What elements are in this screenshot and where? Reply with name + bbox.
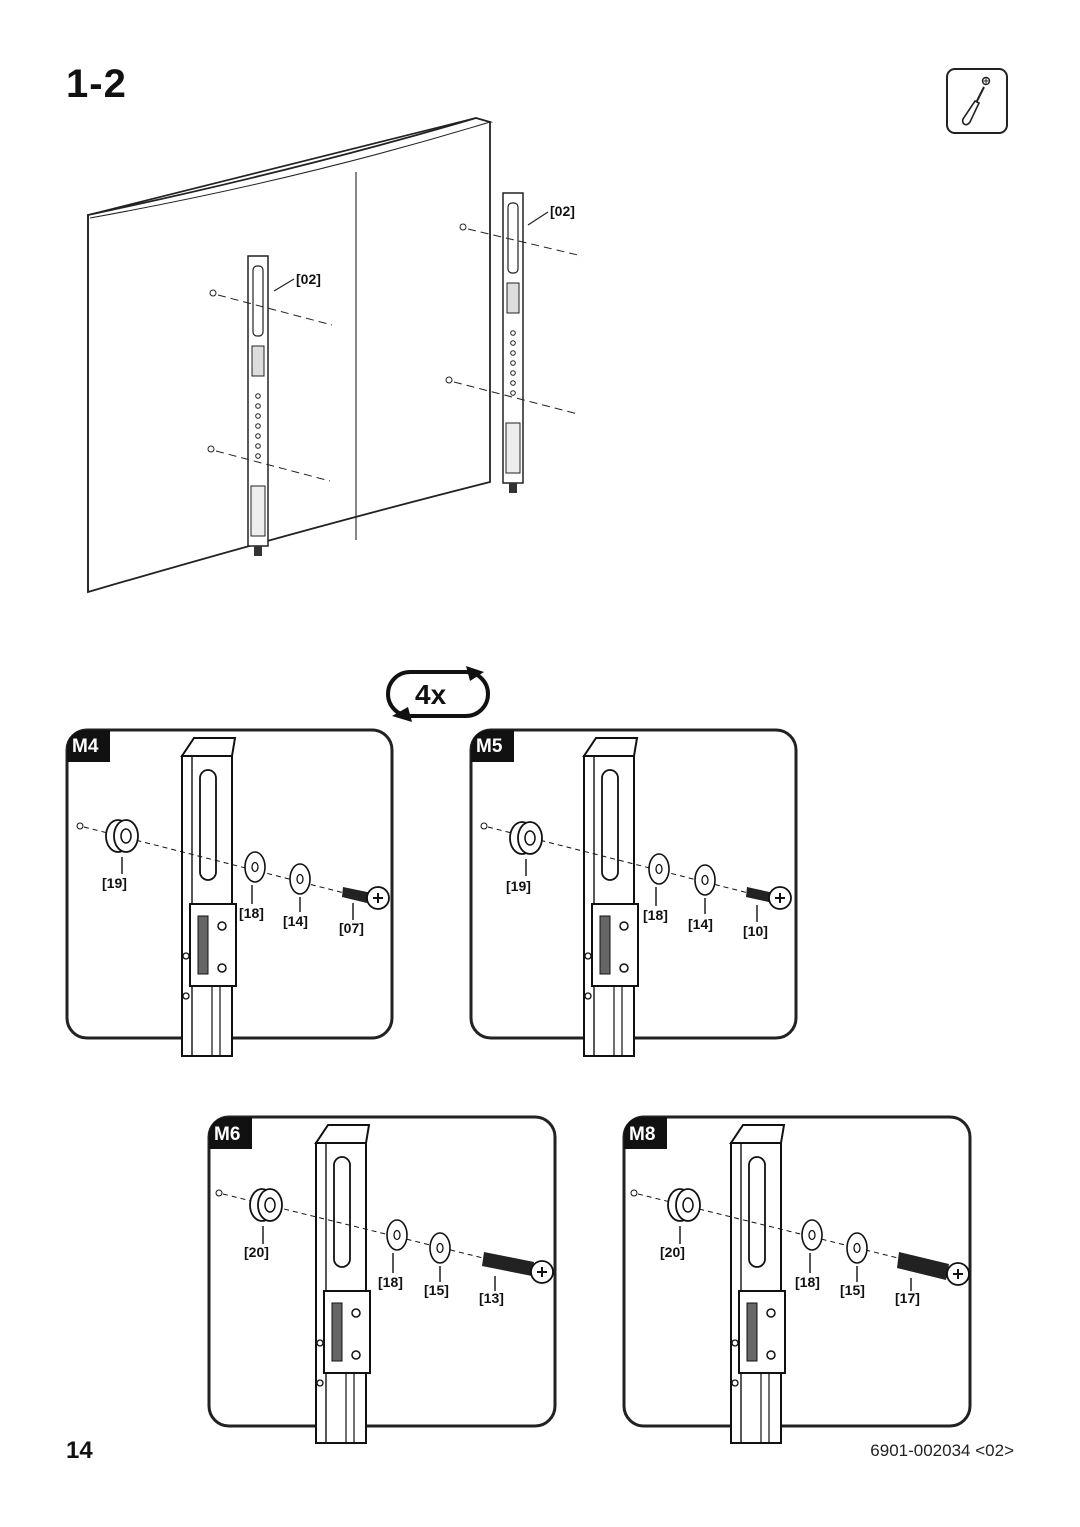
panel-m4-washer-b-label: [14] xyxy=(283,913,308,929)
panel-m5-spacer-label: [19] xyxy=(506,878,531,894)
panel-m8-tag: M8 xyxy=(629,1124,655,1145)
callout-right-label: [02] xyxy=(550,203,575,219)
panel-m5: M5 [19] [18] [14] [10] xyxy=(469,728,798,1057)
panel-m8-screw-label: [17] xyxy=(895,1290,920,1306)
rail-left-overview xyxy=(247,255,269,557)
panel-m6-spacer-label: [20] xyxy=(244,1244,269,1260)
panel-m5-washer-b-label: [14] xyxy=(688,916,713,932)
overview-screw-paths xyxy=(207,223,583,482)
panel-m5-washer-a-label: [18] xyxy=(643,907,668,923)
callout-left-label: [02] xyxy=(296,271,321,287)
panel-m4-screw-label: [07] xyxy=(339,920,364,936)
step-title: 1-2 xyxy=(66,62,127,106)
panel-m6-washer-b-label: [15] xyxy=(424,1282,449,1298)
panel-m8-washer-a-label: [18] xyxy=(795,1274,820,1290)
panel-m4-tag: M4 xyxy=(72,736,99,757)
panel-m4-spacer-label: [19] xyxy=(102,875,127,891)
panel-m6: M6 [20] [18] [15] [13] xyxy=(207,1115,557,1444)
screwdriver-icon xyxy=(961,76,991,126)
panel-m5-screw-label: [10] xyxy=(743,923,768,939)
overview-callout-right: [02] xyxy=(527,203,575,226)
panel-m6-tag: M6 xyxy=(214,1124,240,1145)
document-code: 6901-002034 <02> xyxy=(870,1441,1014,1460)
panel-m8-washer-b-label: [15] xyxy=(840,1282,865,1298)
repeat-count: 4x xyxy=(415,679,447,710)
panel-m4-washer-a-label: [18] xyxy=(239,905,264,921)
tv-panel xyxy=(86,117,494,594)
overview-callout-left: [02] xyxy=(273,271,321,292)
panel-m8: M8 [20] [18] [15] [17] xyxy=(622,1115,972,1444)
panel-m4: M4 [19] [18] [14] [07] xyxy=(65,728,394,1057)
panel-m6-screw-label: [13] xyxy=(479,1290,504,1306)
panel-m6-washer-a-label: [18] xyxy=(378,1274,403,1290)
panel-m5-tag: M5 xyxy=(476,736,503,757)
panel-m8-spacer-label: [20] xyxy=(660,1244,685,1260)
page-number: 14 xyxy=(66,1437,93,1464)
repeat-indicator: 4x xyxy=(386,666,490,722)
tool-indicator xyxy=(946,68,1008,134)
